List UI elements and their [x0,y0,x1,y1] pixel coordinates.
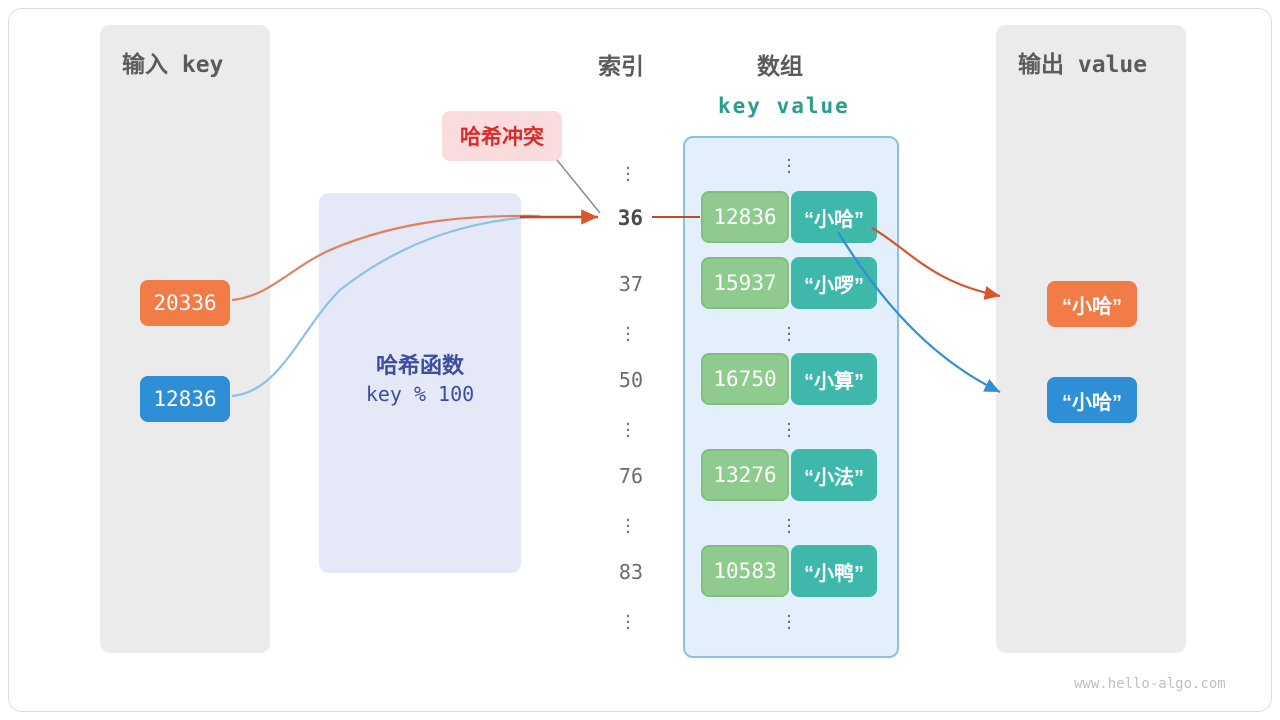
array-ellipsis-0: ... [786,144,792,178]
input-key-chip-1: 12836 [140,376,230,422]
bucket-key-3: 13276 [701,449,789,501]
bucket-value-0: “小哈” [791,191,877,243]
array-ellipsis-2: ... [786,408,792,442]
bucket-index-2: 50 [618,368,643,392]
array-ellipsis-3: ... [786,504,792,538]
bucket-value-1: “小啰” [791,257,877,309]
key-value-heading: key value [718,94,850,118]
array-ellipsis-1: ... [786,312,792,346]
index-ellipsis-1: ... [625,312,631,346]
collision-badge: 哈希冲突 [442,111,562,161]
table-row: 12836 “小哈” [701,191,877,243]
output-panel [996,25,1186,653]
array-column-heading: 数组 [757,53,803,79]
index-ellipsis-4: ... [625,600,631,634]
index-ellipsis-2: ... [625,408,631,442]
bucket-key-0: 12836 [701,191,789,243]
input-panel-title: 输入 key [122,52,224,78]
bucket-value-4: “小鸭” [791,545,877,597]
input-panel [100,25,270,653]
table-row: 13276 “小法” [701,449,877,501]
bucket-key-2: 16750 [701,353,789,405]
bucket-value-2: “小算” [791,353,877,405]
table-row: 16750 “小算” [701,353,877,405]
bucket-value-3: “小法” [791,449,877,501]
output-value-chip-0: “小哈” [1047,281,1137,327]
bucket-key-4: 10583 [701,545,789,597]
hash-function-title: 哈希函数 [375,353,464,378]
bucket-index-0: 36 [617,206,643,230]
index-column-heading: 索引 [598,53,644,79]
bucket-index-1: 37 [618,272,643,296]
index-ellipsis-3: ... [625,504,631,538]
index-ellipsis-0: ... [625,152,631,186]
hash-function-formula: key % 100 [365,382,475,406]
bucket-index-3: 76 [618,464,643,488]
table-row: 15937 “小啰” [701,257,877,309]
array-ellipsis-4: ... [786,600,792,634]
bucket-index-4: 83 [618,560,643,584]
watermark: www.hello-algo.com [1074,676,1226,692]
bucket-key-1: 15937 [701,257,789,309]
output-panel-title: 输出 value [1018,52,1148,78]
input-key-chip-0: 20336 [140,280,230,326]
table-row: 10583 “小鸭” [701,545,877,597]
output-value-chip-1: “小哈” [1047,377,1137,423]
